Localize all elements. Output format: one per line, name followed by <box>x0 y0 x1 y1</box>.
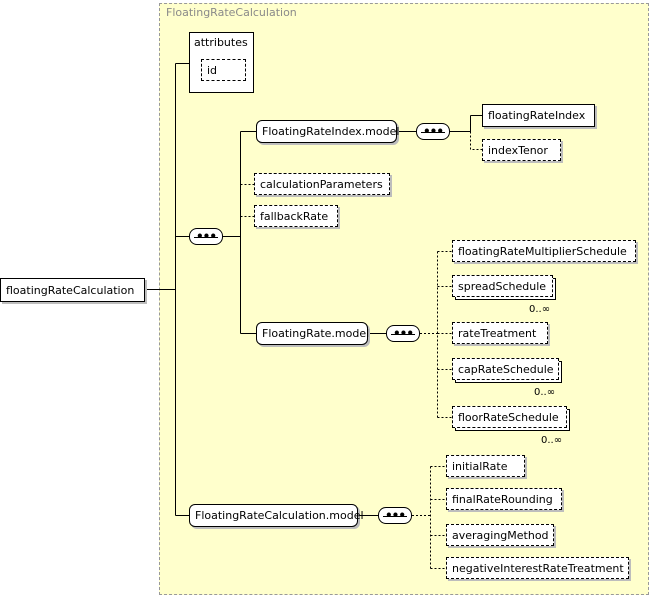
group-floating-rate-model[interactable]: FloatingRate.model <box>256 322 370 345</box>
element-initial-rate-label: initialRate <box>452 459 508 473</box>
group-floating-rate-calculation-model-label: FloatingRateCalculation.model <box>195 509 364 522</box>
element-rate-treatment-label: rateTreatment <box>458 326 537 340</box>
element-calculation-parameters[interactable]: calculationParameters <box>254 173 390 195</box>
element-cap-rate-schedule-label: capRateSchedule <box>458 362 554 376</box>
group-floating-rate-index-model-label: FloatingRateIndex.model <box>262 125 400 138</box>
element-final-rate-rounding-label: finalRateRounding <box>452 492 553 506</box>
group-floating-rate-index-model[interactable]: FloatingRateIndex.model <box>256 120 400 143</box>
root-element-label: floatingRateCalculation <box>6 283 135 297</box>
element-floating-rate-index-label: floatingRateIndex <box>488 109 586 122</box>
element-averaging-method[interactable]: averagingMethod <box>446 524 554 546</box>
element-negative-interest-rate-treatment-label: negativeInterestRateTreatment <box>452 561 624 575</box>
group-floating-rate-calculation-model[interactable]: FloatingRateCalculation.model <box>189 504 364 527</box>
element-floating-rate-multiplier-schedule[interactable]: floatingRateMultiplierSchedule <box>452 240 636 262</box>
element-spread-schedule[interactable]: spreadSchedule <box>452 275 553 297</box>
element-index-tenor-label: indexTenor <box>488 143 548 157</box>
sequence-compositor-index: ••• <box>416 123 450 140</box>
group-floating-rate-model-label: FloatingRate.model <box>262 327 370 340</box>
cardinality-floor-rate-schedule: 0..∞ <box>541 435 563 446</box>
sequence-compositor-rate: ••• <box>386 325 420 342</box>
element-index-tenor[interactable]: indexTenor <box>482 139 561 161</box>
element-rate-treatment[interactable]: rateTreatment <box>452 322 548 344</box>
element-spread-schedule-label: spreadSchedule <box>458 279 547 293</box>
element-floor-rate-schedule[interactable]: floorRateSchedule <box>452 406 567 428</box>
attribute-id-label: id <box>207 63 218 77</box>
element-floating-rate-multiplier-schedule-label: floatingRateMultiplierSchedule <box>458 244 627 258</box>
element-floating-rate-index[interactable]: floatingRateIndex <box>482 104 595 127</box>
cardinality-cap-rate-schedule: 0..∞ <box>534 387 556 398</box>
element-cap-rate-schedule[interactable]: capRateSchedule <box>452 358 559 380</box>
attribute-id[interactable]: id <box>201 59 246 81</box>
element-floor-rate-schedule-label: floorRateSchedule <box>458 410 559 424</box>
attributes-label: attributes <box>194 36 248 49</box>
container-title: FloatingRateCalculation <box>166 6 297 19</box>
element-final-rate-rounding[interactable]: finalRateRounding <box>446 488 562 510</box>
sequence-compositor-main: ••• <box>189 228 223 245</box>
sequence-compositor-calc: ••• <box>378 507 412 524</box>
element-calculation-parameters-label: calculationParameters <box>260 177 383 191</box>
cardinality-spread-schedule: 0..∞ <box>529 304 551 315</box>
element-fallback-rate[interactable]: fallbackRate <box>254 205 338 227</box>
element-fallback-rate-label: fallbackRate <box>260 209 329 223</box>
element-averaging-method-label: averagingMethod <box>452 528 549 542</box>
element-negative-interest-rate-treatment[interactable]: negativeInterestRateTreatment <box>446 557 629 579</box>
element-initial-rate[interactable]: initialRate <box>446 455 525 477</box>
attributes-group[interactable]: attributes id <box>189 32 254 93</box>
root-element[interactable]: floatingRateCalculation <box>0 278 145 302</box>
